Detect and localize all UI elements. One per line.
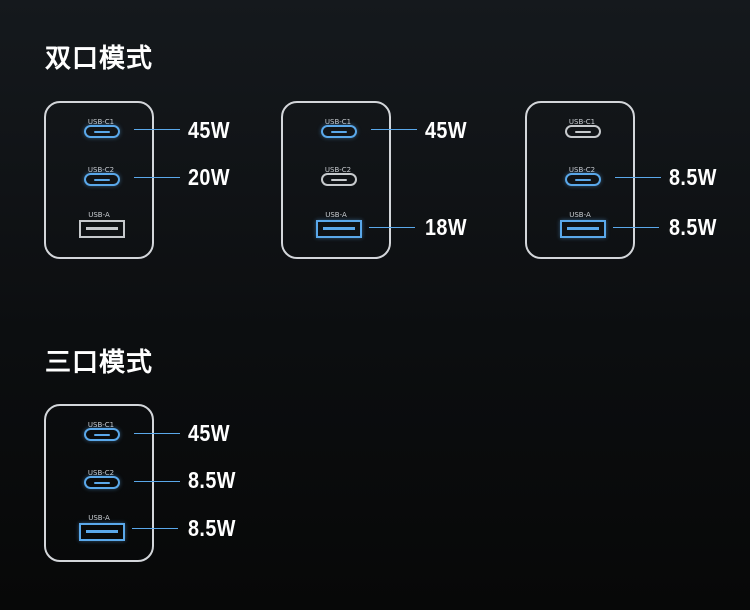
usb-a-port-icon [316,220,362,238]
connector-line [613,227,659,228]
charger-dual-2: USB-C1 USB-C2 USB-A [281,101,391,259]
port-label-usb-c2: USB-C2 [568,166,596,174]
connector-line [134,177,180,178]
usb-c2-port-icon [565,173,601,186]
connector-line [134,129,180,130]
connector-line [134,481,180,482]
charger-dual-1: USB-C1 USB-C2 USB-A [44,101,154,259]
connector-line [369,227,415,228]
port-label-usb-c2: USB-C2 [87,469,115,477]
port-label-usb-c1: USB-C1 [87,421,115,429]
port-label-usb-c2: USB-C2 [324,166,352,174]
usb-c2-port-icon [84,173,120,186]
usb-a-port-icon [79,220,125,238]
usb-c2-port-icon [321,173,357,186]
port-label-usb-a: USB-A [88,514,110,522]
triple-port-section-title: 三口模式 [45,348,154,378]
port-label-usb-a: USB-A [325,211,347,219]
power-value-a: 8.5W [188,515,236,541]
connector-line [371,129,417,130]
usb-c2-port-icon [84,476,120,489]
port-label-usb-a: USB-A [88,211,110,219]
connector-line [132,528,178,529]
power-value-c2: 8.5W [669,164,717,190]
port-label-usb-c2: USB-C2 [87,166,115,174]
usb-c1-port-icon [565,125,601,138]
charger-dual-3: USB-C1 USB-C2 USB-A [525,101,635,259]
power-value-c1: 45W [425,117,467,143]
connector-line [615,177,661,178]
charger-triple: USB-C1 USB-C2 USB-A [44,404,154,562]
power-value-c2: 8.5W [188,467,236,493]
power-value-a: 18W [425,214,467,240]
usb-c1-port-icon [84,428,120,441]
dual-port-section-title: 双口模式 [45,44,154,74]
connector-line [134,433,180,434]
power-value-c2: 20W [188,164,230,190]
usb-c1-port-icon [84,125,120,138]
power-value-c1: 45W [188,420,230,446]
usb-a-port-icon [560,220,606,238]
port-label-usb-c1: USB-C1 [324,118,352,126]
port-label-usb-a: USB-A [569,211,591,219]
port-label-usb-c1: USB-C1 [87,118,115,126]
port-label-usb-c1: USB-C1 [568,118,596,126]
power-value-c1: 45W [188,117,230,143]
usb-c1-port-icon [321,125,357,138]
power-value-a: 8.5W [669,214,717,240]
usb-a-port-icon [79,523,125,541]
